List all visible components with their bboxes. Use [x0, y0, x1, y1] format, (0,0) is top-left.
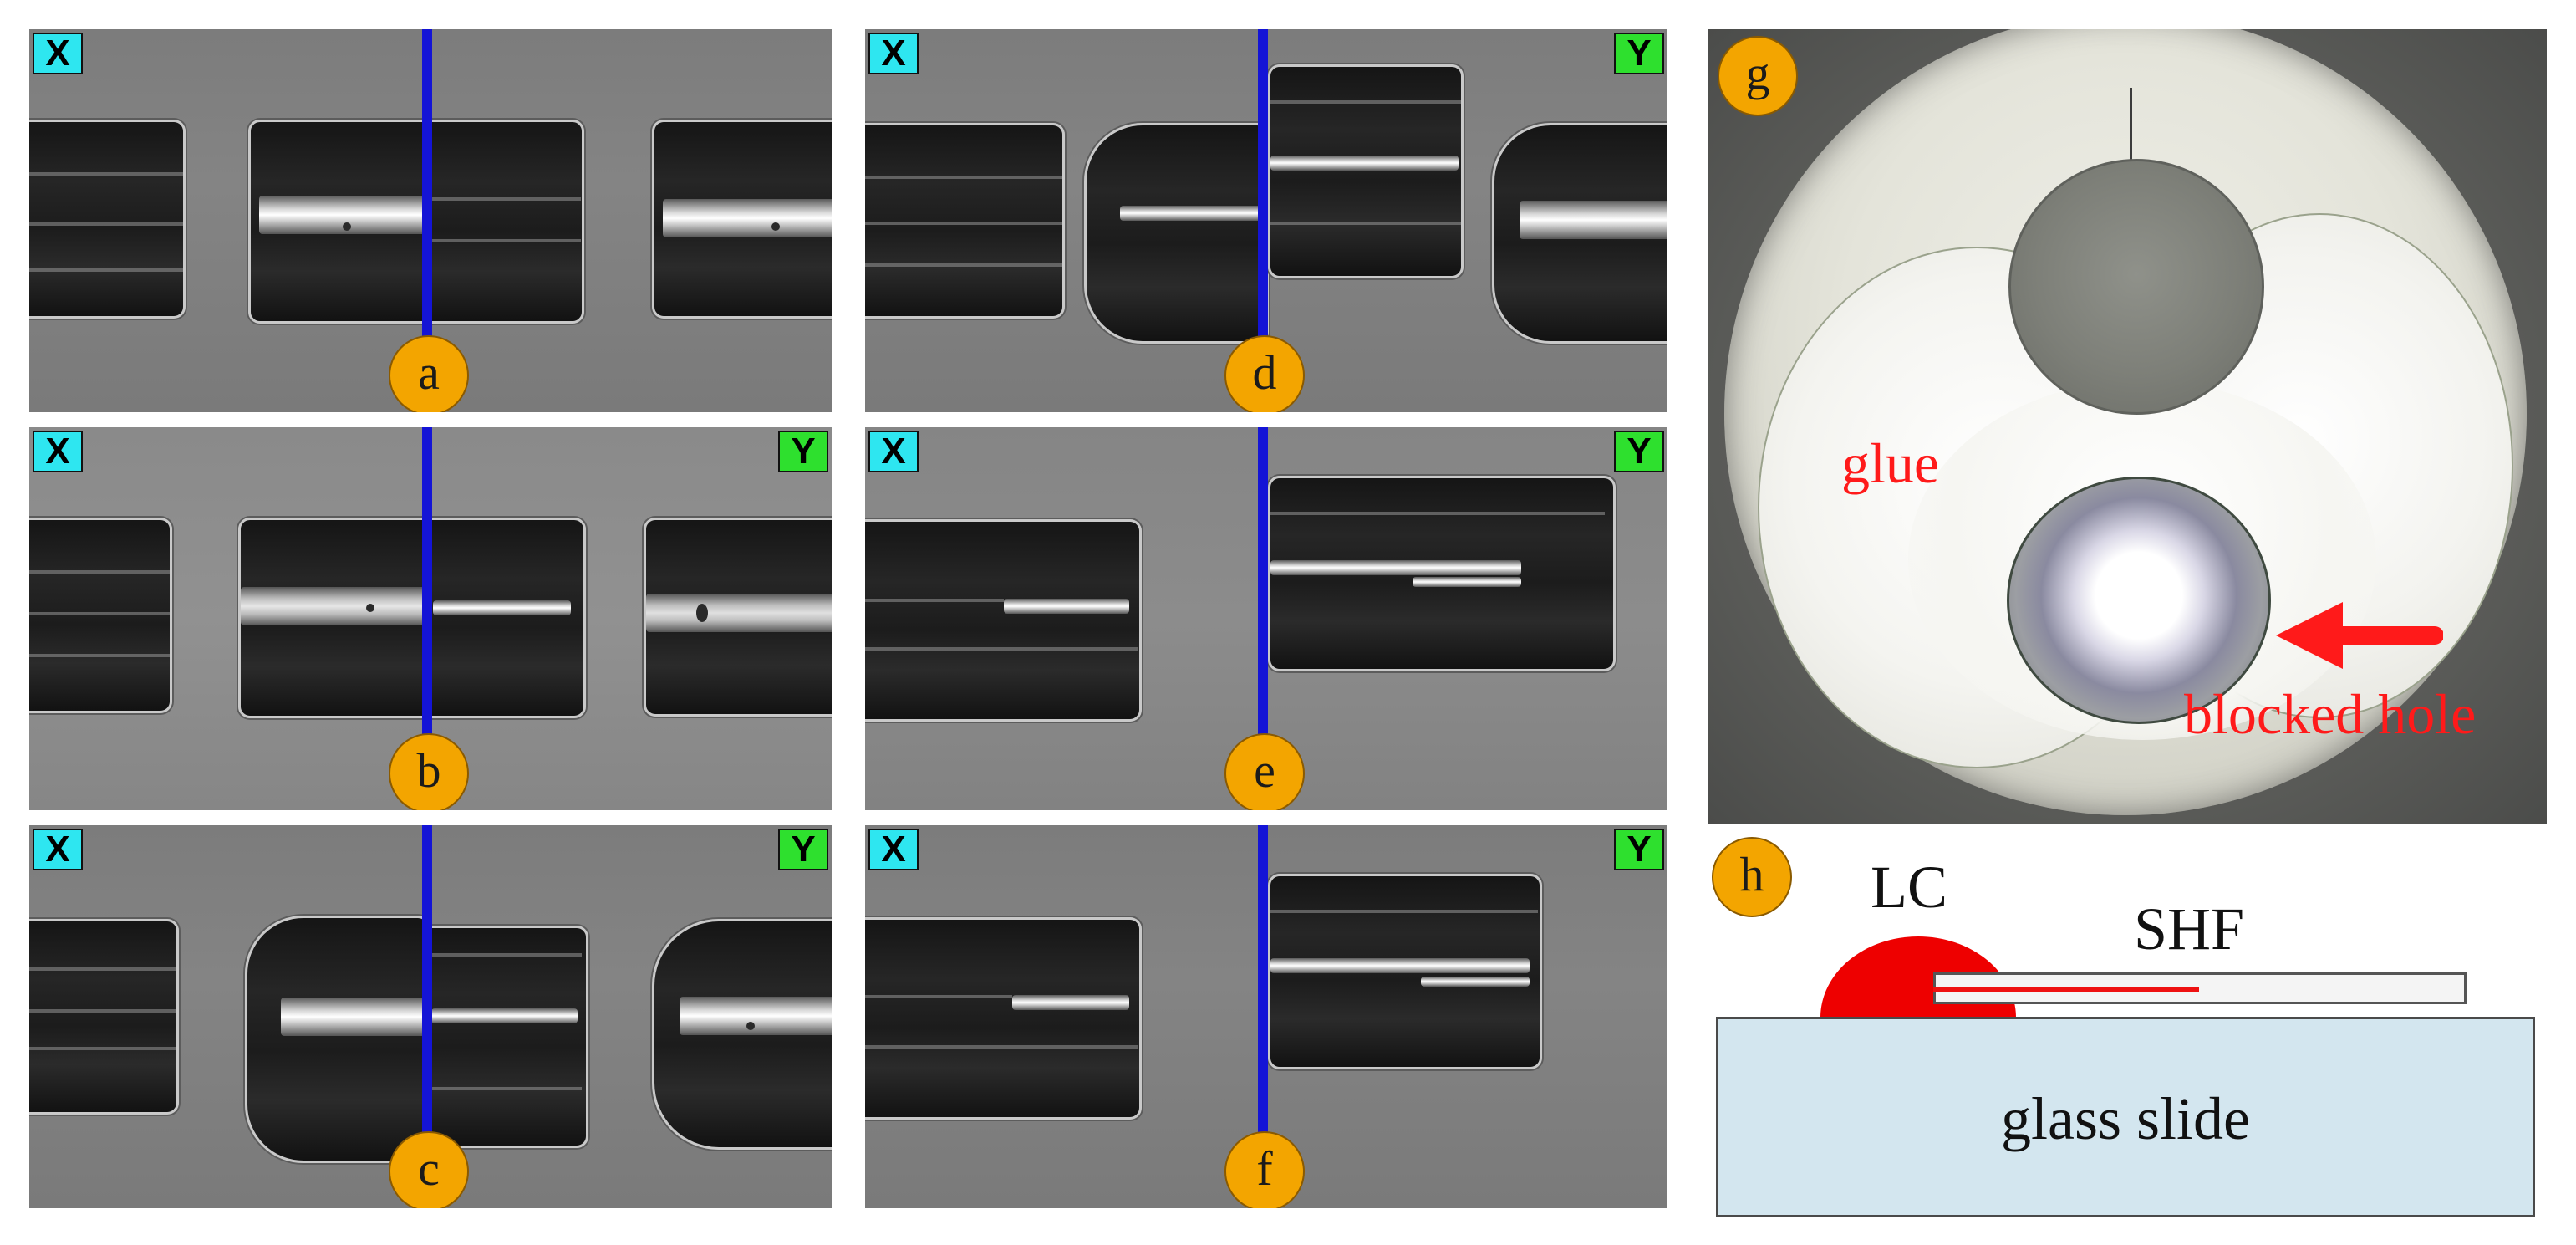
needle-line [2130, 88, 2132, 171]
fiber-core [433, 600, 571, 615]
fiber-left-segment [29, 919, 179, 1115]
filled-hole-core [1933, 987, 2199, 992]
fiber-core [1520, 201, 1667, 239]
panel-label-f: f [1224, 1131, 1305, 1208]
blocked-hole [2007, 477, 2271, 724]
fiber-right-segment [1492, 123, 1667, 344]
lc-label: LC [1871, 854, 1948, 921]
fiber-core [1270, 958, 1530, 973]
tag-y: Y [1614, 829, 1664, 870]
fiber-core [241, 587, 429, 625]
blocked-hole-label: blocked hole [2184, 682, 2477, 746]
panel-label-c: c [389, 1131, 469, 1208]
tag-y: Y [778, 431, 828, 472]
fiber-center-segment [238, 518, 586, 718]
panel-label-e: e [1224, 733, 1305, 810]
micrograph-panel-g: glue blocked hole g [1708, 29, 2547, 824]
fiber-core [431, 1008, 578, 1023]
reference-line [1258, 29, 1268, 412]
fiber-core [1413, 577, 1521, 587]
fiber-left-segment [29, 518, 172, 713]
fiber-right-segment [644, 518, 832, 717]
panel-label-b: b [389, 733, 469, 810]
fiber-core [680, 997, 832, 1035]
panel-label-d: d [1224, 335, 1305, 412]
fiber-center-segment [248, 120, 584, 324]
reference-line [422, 29, 432, 412]
microscope-panel-f: X Y f [865, 825, 1667, 1208]
reference-line [422, 427, 432, 810]
tag-y: Y [1614, 431, 1664, 472]
glass-slide: glass slide [1716, 1017, 2535, 1217]
panel-label-g: g [1718, 36, 1798, 116]
tag-x: X [868, 829, 919, 870]
microscope-panel-a: X a [29, 29, 832, 412]
tag-x: X [33, 431, 83, 472]
arrow-left-icon [2276, 602, 2443, 669]
fiber-shifted-segment [429, 926, 588, 1148]
reference-line [422, 825, 432, 1208]
panel-label-a: a [389, 335, 469, 412]
fiber-core [1012, 995, 1129, 1010]
fiber-core [1270, 560, 1521, 575]
schematic-panel-h: h LC SHF glass slide [1708, 833, 2552, 1226]
fiber-left-segment [865, 917, 1142, 1120]
fiber-shifted-segment [1268, 476, 1616, 671]
microscope-panel-c: X Y c [29, 825, 832, 1208]
fiber-core [1421, 977, 1530, 987]
fiber-shifted-segment [1268, 874, 1542, 1069]
panel-label-h: h [1712, 837, 1792, 917]
open-hole [2008, 159, 2264, 415]
shf-label: SHF [2134, 895, 2245, 962]
fiber-right-segment [652, 919, 832, 1150]
microscope-panel-b: X Y b [29, 427, 832, 810]
fiber-core [281, 998, 427, 1036]
tag-x: X [33, 33, 83, 74]
tag-x: X [868, 431, 919, 472]
fiber-shifted-segment [1268, 64, 1464, 278]
fiber-left-segment [29, 120, 186, 319]
fiber-left-segment [865, 123, 1065, 319]
microscope-panel-d: X Y d [865, 29, 1667, 412]
tag-x: X [33, 829, 83, 870]
microscope-panel-e: X Y e [865, 427, 1667, 810]
reference-line [1258, 825, 1268, 1208]
fiber-right-segment [652, 120, 832, 319]
fiber-center-segment [245, 916, 430, 1163]
fiber-core [1270, 156, 1459, 171]
glue-label: glue [1841, 431, 1940, 495]
tag-y: Y [1614, 33, 1664, 74]
fiber-left-segment [865, 519, 1142, 722]
fiber-core [663, 199, 832, 237]
fiber-core [1004, 599, 1129, 614]
fiber-core [646, 594, 832, 632]
tag-x: X [868, 33, 919, 74]
tag-y: Y [778, 829, 828, 870]
fiber-center-segment [1084, 123, 1269, 344]
glass-slide-label: glass slide [2001, 1085, 2250, 1152]
fiber-core [1120, 206, 1269, 221]
reference-line [1258, 427, 1268, 810]
